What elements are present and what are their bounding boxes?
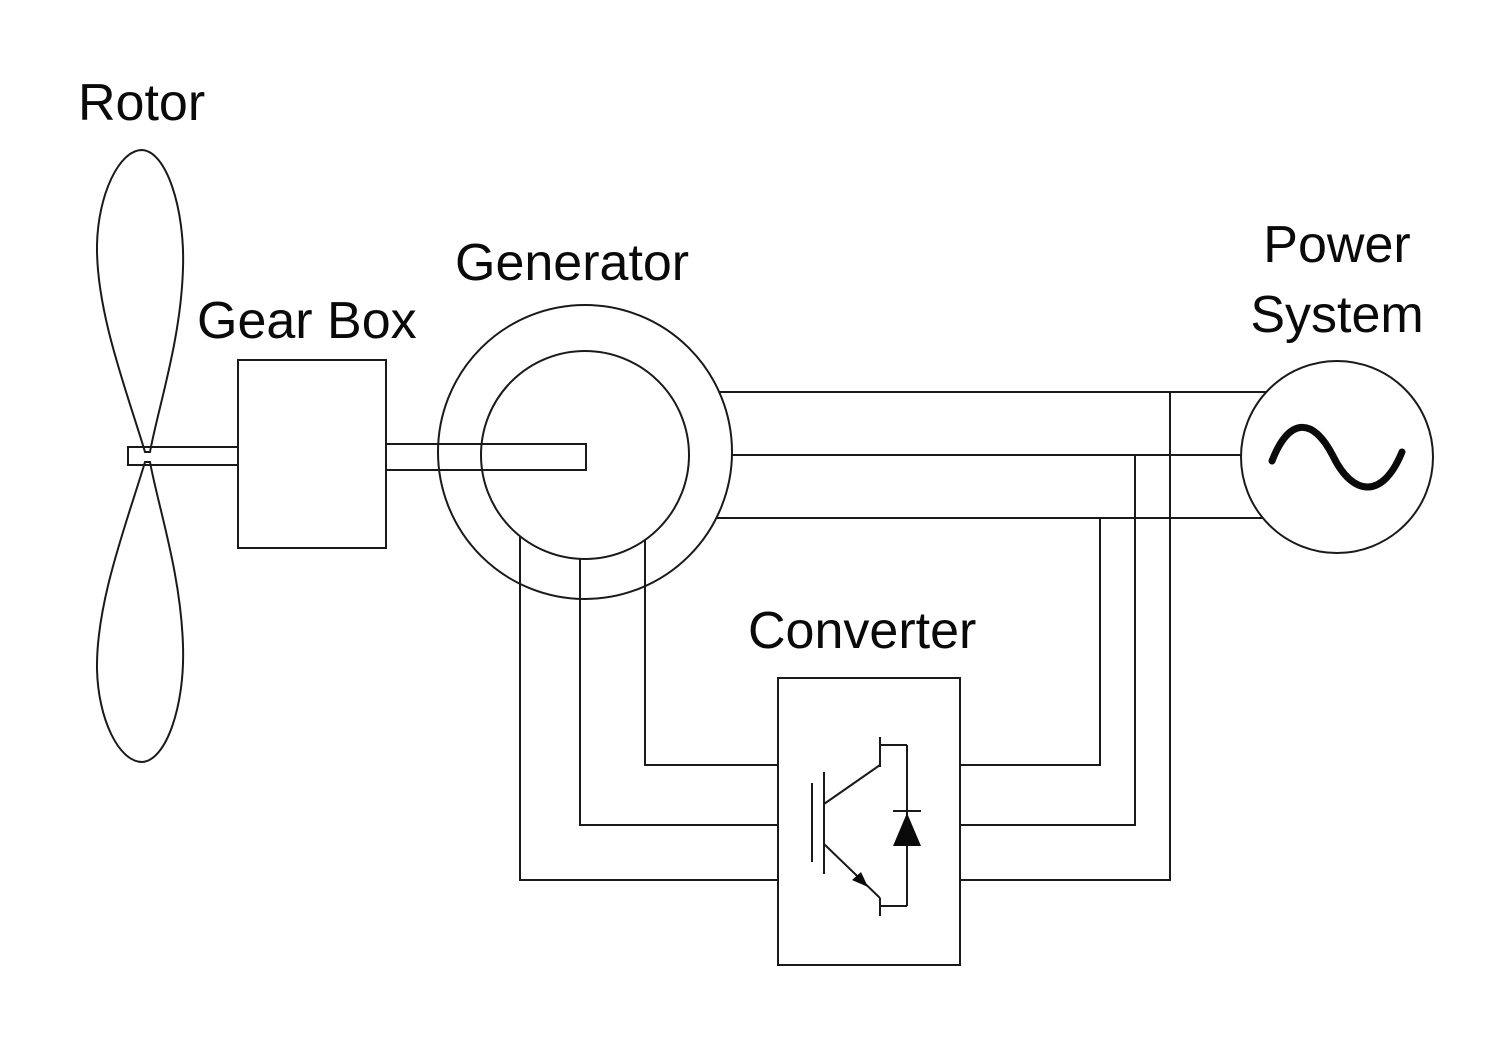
- generator-inner-circle: [480, 350, 690, 560]
- generator-label: Generator: [455, 234, 689, 292]
- gear-box: [237, 359, 387, 549]
- generator-outer-circle: [437, 304, 733, 600]
- generator: [437, 304, 733, 600]
- converter: [777, 677, 961, 966]
- power-system: [1240, 360, 1434, 554]
- rotor-side-lines: [519, 536, 778, 881]
- rotor-blade-bottom: [95, 461, 185, 764]
- grid-line-3: [960, 392, 1171, 881]
- igbt-emitter: [823, 843, 881, 899]
- power-system-label-line2: System: [1250, 286, 1423, 344]
- power-system-label-line1: Power: [1263, 216, 1410, 274]
- rotor-line-1: [519, 536, 778, 881]
- grid-side-lines: [960, 392, 1171, 881]
- igbt-icon: [811, 737, 921, 916]
- converter-box: [777, 677, 961, 966]
- stator-lines: [716, 391, 1266, 519]
- rotor-blades: [95, 148, 185, 764]
- generator-shaft: [385, 443, 587, 471]
- igbt-gate-bars: [811, 772, 825, 874]
- grid-line-1: [960, 518, 1101, 766]
- rotor-line-3: [644, 540, 778, 766]
- grid-line-2: [960, 455, 1136, 826]
- ac-sine-icon: [1268, 423, 1406, 491]
- igbt-collector: [823, 764, 881, 805]
- diode-icon: [893, 813, 921, 846]
- rotor-line-2: [579, 559, 778, 826]
- gear-box-label: Gear Box: [197, 292, 417, 350]
- rotor-blade-top: [95, 148, 185, 453]
- igbt-bottom-terminal: [879, 898, 907, 916]
- rotor-label: Rotor: [78, 74, 205, 132]
- igbt-top-terminal: [879, 737, 907, 767]
- igbt-emitter-arrow-icon: [852, 872, 868, 887]
- converter-label: Converter: [748, 602, 976, 660]
